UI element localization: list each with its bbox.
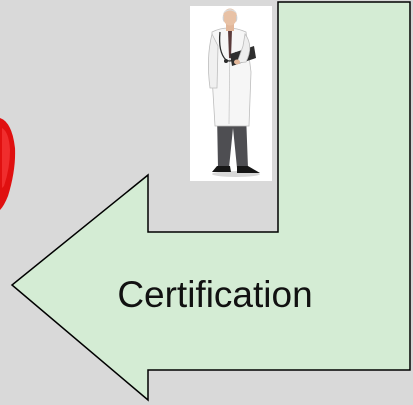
doctor-figure-icon xyxy=(208,8,260,177)
arrow-label: Certification xyxy=(117,274,313,315)
doctor-photo xyxy=(190,6,272,181)
